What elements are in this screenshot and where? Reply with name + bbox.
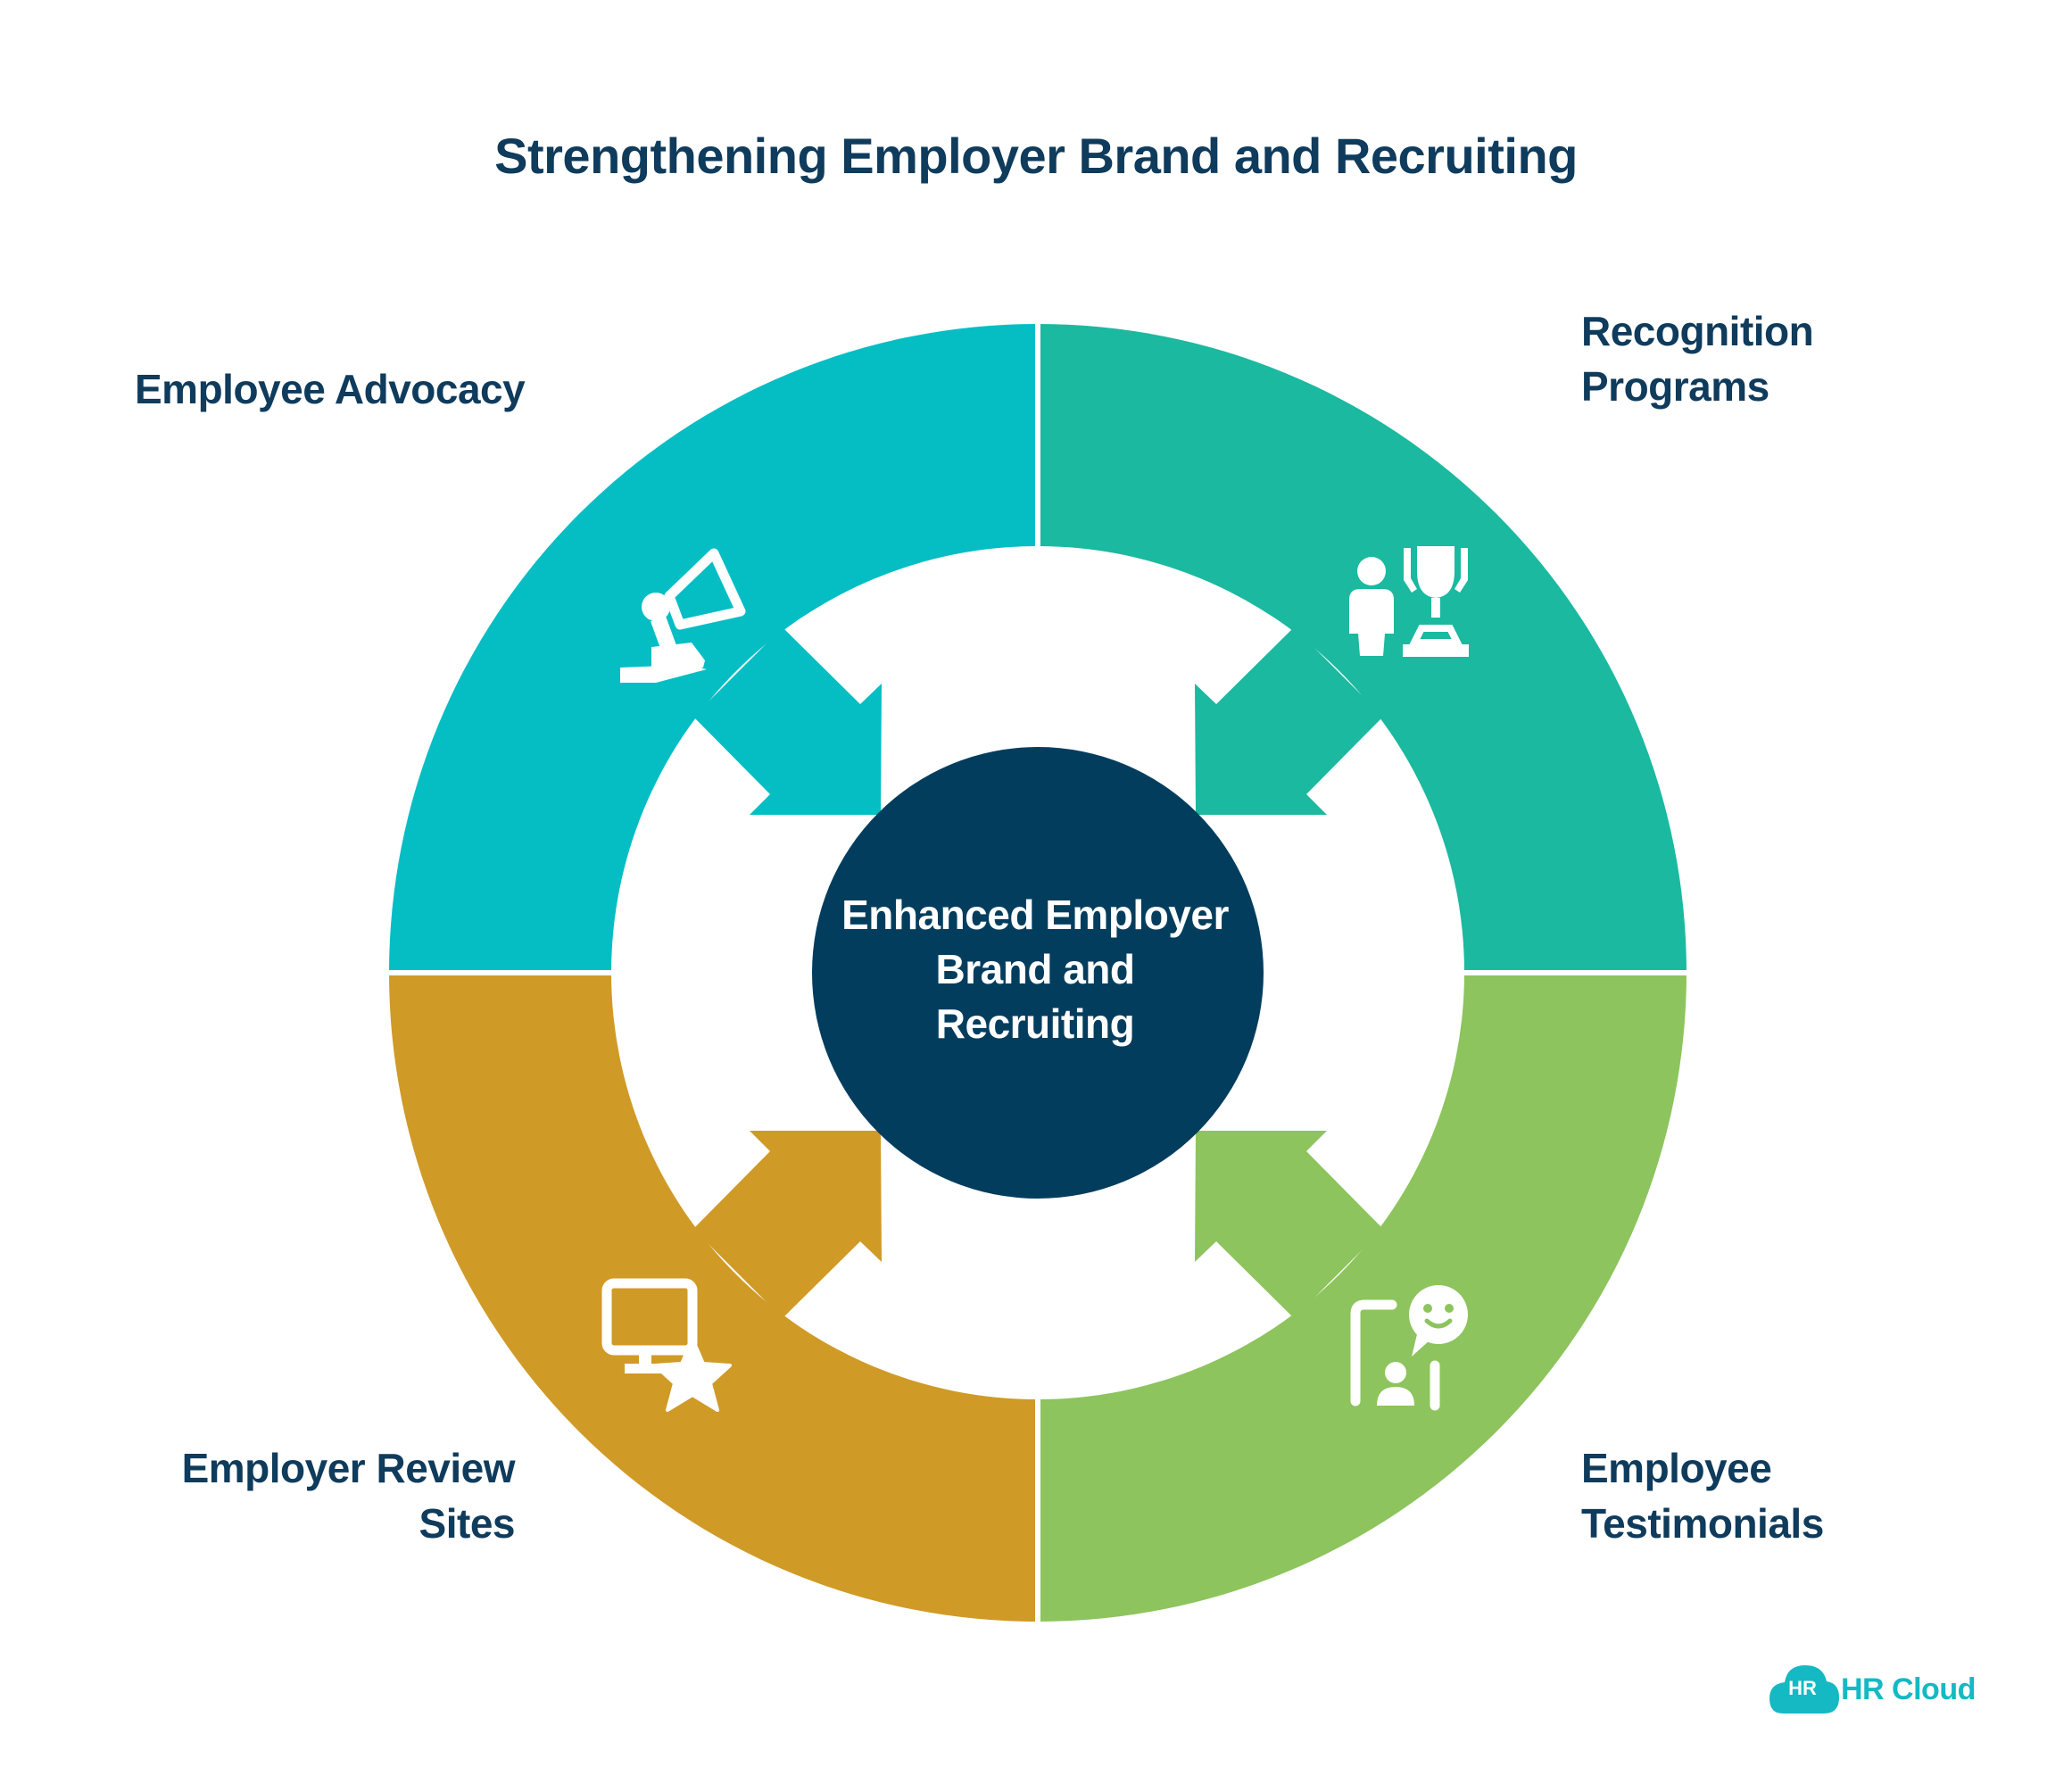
arrow-employee-testimonials	[1195, 1131, 1383, 1318]
speech-bubble-person-icon	[1350, 1285, 1468, 1411]
center-circle	[812, 747, 1264, 1199]
brand-logo: HR HR Cloud	[1771, 1664, 1976, 1714]
hr-cloud-logo-icon	[1769, 1665, 1839, 1713]
label-recognition-programs: Recognition Programs	[1581, 308, 1814, 410]
label-employer-review-sites: Employer Review Sites	[181, 1445, 516, 1547]
brand-badge: HR	[1788, 1677, 1817, 1699]
segment-employee-testimonials	[1038, 973, 1687, 1622]
megaphone-icon	[620, 548, 746, 683]
label-employee-advocacy: Employee Advocacy	[135, 366, 526, 412]
arrow-employee-advocacy	[693, 627, 882, 815]
arrow-recognition-programs	[1195, 627, 1383, 815]
label-employee-testimonials: Employee Testimonials	[1581, 1445, 1824, 1547]
segment-employee-advocacy	[389, 324, 1038, 973]
monitor-star-icon	[601, 1278, 732, 1412]
diagram-title: Strengthening Employer Brand and Recruit…	[494, 128, 1578, 184]
center-label: Enhanced Employer Brand and Recruiting	[841, 892, 1229, 1047]
brand-name: HR Cloud	[1841, 1672, 1976, 1706]
segment-employer-review-sites	[389, 973, 1038, 1622]
arrow-employer-review-sites	[693, 1131, 882, 1318]
trophy-person-icon	[1349, 546, 1469, 657]
